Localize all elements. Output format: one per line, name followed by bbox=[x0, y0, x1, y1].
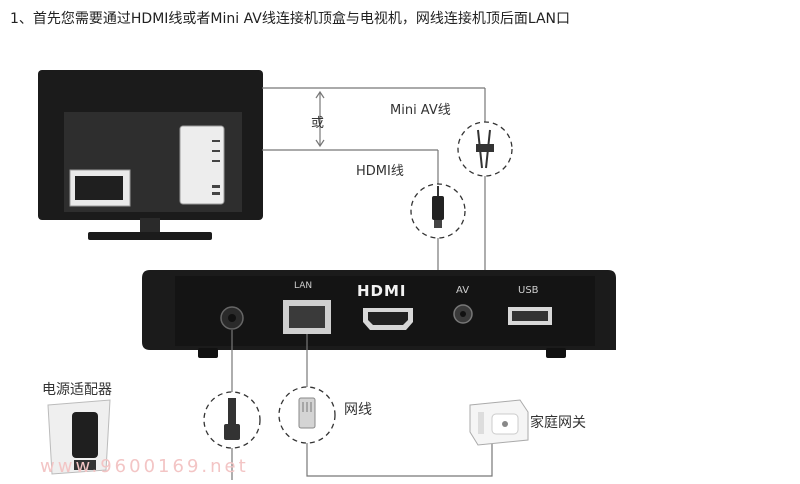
label-hdmi-cable: HDMI线 bbox=[356, 164, 404, 179]
set-top-box bbox=[142, 270, 616, 358]
power-adapter bbox=[47, 399, 111, 475]
label-power-adapter: 电源适配器 bbox=[42, 382, 112, 398]
power-plug bbox=[203, 391, 261, 449]
home-gateway bbox=[469, 399, 529, 446]
label-mini-av-cable: Mini AV线 bbox=[390, 103, 451, 118]
hdmi-plug bbox=[410, 183, 466, 239]
label-or: 或 bbox=[311, 116, 325, 131]
instruction-text: 1、首先您需要通过HDMI线或者Mini AV线连接机顶盒与电视机，网线连接机顶… bbox=[10, 11, 571, 27]
lan-plug bbox=[278, 386, 336, 444]
port-label-hdmi: HDMI bbox=[357, 282, 407, 300]
watermark: www.9600169.net bbox=[40, 456, 249, 477]
label-network-cable: 网线 bbox=[344, 402, 372, 418]
port-label-lan: LAN bbox=[294, 281, 313, 291]
tv-cables bbox=[262, 87, 486, 300]
mini-av-plug bbox=[457, 121, 513, 177]
port-label-av: AV bbox=[456, 285, 470, 296]
port-label-usb: USB bbox=[518, 285, 539, 296]
label-home-gateway: 家庭网关 bbox=[530, 415, 586, 431]
tv bbox=[38, 70, 263, 240]
